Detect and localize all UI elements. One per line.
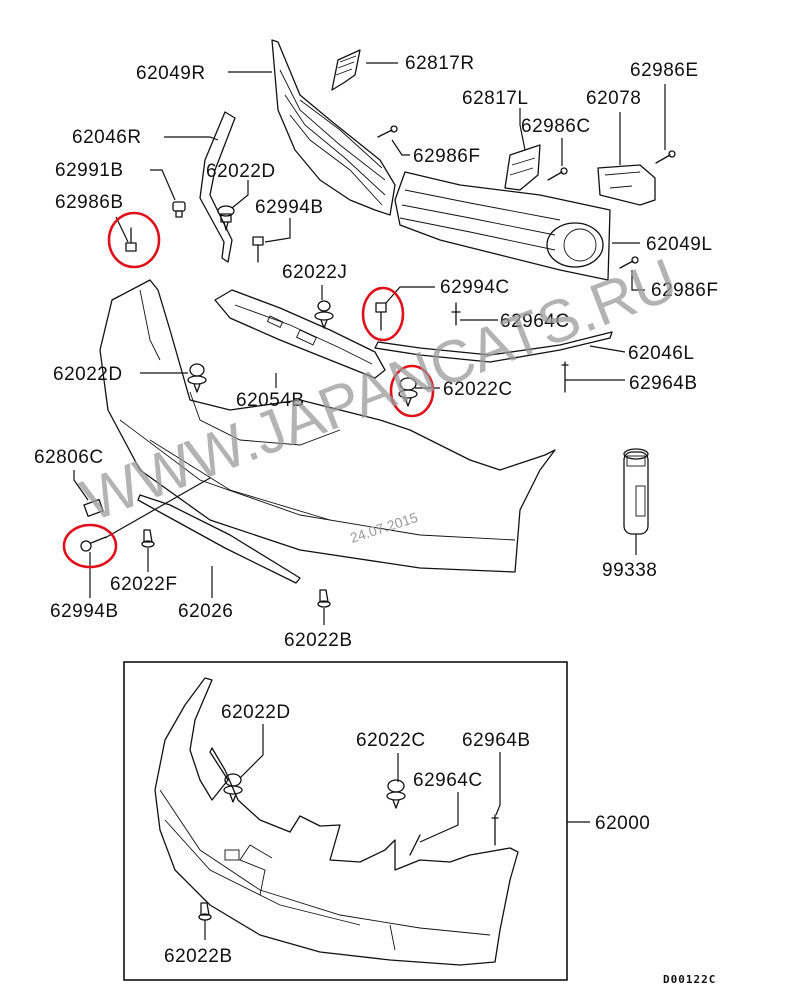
label-62022B-b[interactable]: 62022B: [164, 946, 233, 967]
label-62986B[interactable]: 62986B: [55, 192, 124, 213]
label-62022D-a[interactable]: 62022D: [206, 161, 276, 182]
label-62986F-b[interactable]: 62986F: [651, 280, 718, 301]
label-62964C-a[interactable]: 62964C: [500, 311, 570, 332]
bumper-cover-main[interactable]: [99, 279, 556, 573]
clip-62022D-a[interactable]: [217, 205, 235, 231]
bottle-99338[interactable]: [623, 448, 649, 535]
assembly-inset-box: [123, 661, 568, 981]
clip-62022J[interactable]: [314, 300, 334, 329]
bracket-62078[interactable]: [597, 164, 656, 206]
pin-62964C-a[interactable]: [451, 302, 461, 326]
label-62046R[interactable]: 62046R: [72, 127, 142, 148]
label-62994B-b[interactable]: 62994B: [50, 601, 119, 622]
highlight-circle-62986B: [107, 211, 161, 269]
label-62046L[interactable]: 62046L: [628, 343, 694, 364]
label-62022C-a[interactable]: 62022C: [443, 379, 513, 400]
label-62022F[interactable]: 62022F: [110, 574, 177, 595]
clip-62022C-a[interactable]: [398, 377, 418, 407]
strip-62026[interactable]: [137, 494, 301, 584]
label-62986E[interactable]: 62986E: [630, 60, 699, 81]
screw-62986F-a[interactable]: [377, 125, 398, 138]
label-62964B-b[interactable]: 62964B: [462, 730, 531, 751]
label-62022D-c[interactable]: 62022D: [221, 702, 291, 723]
label-62964B-a[interactable]: 62964B: [629, 373, 698, 394]
label-62817R[interactable]: 62817R: [405, 53, 475, 74]
label-62986F-a[interactable]: 62986F: [413, 146, 480, 167]
clip-62022F[interactable]: [141, 529, 155, 548]
screw-62986C[interactable]: [547, 167, 568, 181]
clip-62022D-c[interactable]: [223, 773, 243, 803]
label-62049R[interactable]: 62049R: [136, 63, 206, 84]
label-62022C-b[interactable]: 62022C: [356, 730, 426, 751]
label-62000[interactable]: 62000: [595, 813, 650, 834]
clip-62022B-a[interactable]: [317, 589, 331, 608]
label-62994C[interactable]: 62994C: [440, 277, 510, 298]
label-62991B[interactable]: 62991B: [55, 160, 124, 181]
label-99338[interactable]: 99338: [602, 560, 657, 581]
label-62986C[interactable]: 62986C: [521, 116, 591, 137]
grille-right-62049R[interactable]: [271, 39, 396, 216]
vent-62817R[interactable]: [331, 49, 361, 91]
highlight-circle-62994B: [62, 523, 118, 569]
label-62022J[interactable]: 62022J: [282, 262, 347, 283]
watermark-date: 24.07.2015: [348, 509, 420, 546]
grille-left-62049L[interactable]: [394, 171, 611, 281]
bolt-62994B-b[interactable]: [80, 536, 107, 552]
diagram-code: D00122C: [663, 973, 716, 986]
reinforcement-62054B[interactable]: [214, 289, 386, 379]
label-62022D-b[interactable]: 62022D: [53, 364, 123, 385]
strip-62046L[interactable]: [374, 331, 613, 363]
clip-62022D-b[interactable]: [187, 363, 207, 393]
clip-62991B[interactable]: [172, 201, 186, 218]
label-62964C-b[interactable]: 62964C: [413, 770, 483, 791]
highlight-circle-62022C: [389, 364, 435, 418]
screw-62986F-b[interactable]: [619, 256, 639, 269]
label-62994B-a[interactable]: 62994B: [255, 197, 324, 218]
label-62817L[interactable]: 62817L: [462, 88, 528, 109]
clip-62022C-b[interactable]: [386, 779, 406, 809]
label-62022B-a[interactable]: 62022B: [284, 630, 353, 651]
vent-62817L[interactable]: [504, 144, 541, 191]
pin-62964B-b[interactable]: [491, 814, 499, 846]
highlight-circle-62994C: [361, 286, 405, 342]
label-62806C[interactable]: 62806C: [34, 447, 104, 468]
pin-62964C-b[interactable]: [409, 834, 421, 856]
strip-62046R[interactable]: [199, 111, 236, 263]
bumper-assembly-62000[interactable]: [154, 677, 519, 966]
label-62078[interactable]: 62078: [586, 88, 641, 109]
bolt-62994C[interactable]: [375, 302, 387, 331]
clip-62022B-b[interactable]: [198, 902, 212, 921]
label-62054B[interactable]: 62054B: [236, 390, 305, 411]
bracket-62806C[interactable]: [83, 498, 104, 517]
screw-62986E[interactable]: [655, 150, 676, 164]
label-62026[interactable]: 62026: [178, 601, 233, 622]
bolt-62986B[interactable]: [125, 227, 137, 252]
label-62049L[interactable]: 62049L: [646, 234, 712, 255]
pin-62964B-a[interactable]: [561, 361, 569, 393]
bolt-62994B-a[interactable]: [252, 236, 264, 263]
